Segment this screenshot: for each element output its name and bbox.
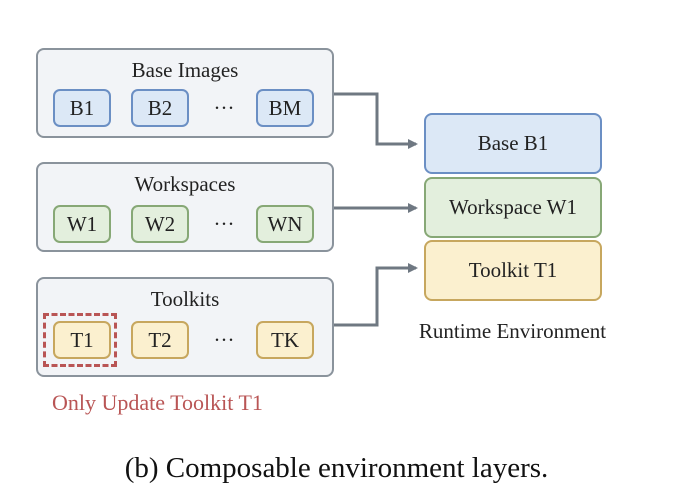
toolkit-t1[interactable]: T1 [53,321,111,359]
toolkit-t2[interactable]: T2 [131,321,189,359]
arrow-base-to-runtime [334,92,418,149]
figure-caption: (b) Composable environment layers. [124,452,549,484]
workspace-w1[interactable]: W1 [53,205,111,243]
base-image-bm[interactable]: BM [256,89,314,127]
base-images-group: Base Images B1 B2 ··· BM [36,48,334,138]
toolkits-title: Toolkits [150,287,220,311]
update-note: Only Update Toolkit T1 [52,390,263,415]
toolkit-tk[interactable]: TK [256,321,314,359]
toolkits-group: Toolkits T1 T2 ··· TK [36,277,334,377]
workspace-wn[interactable]: WN [256,205,314,243]
arrow-toolkit-to-runtime [334,263,418,327]
runtime-environment-label: Runtime Environment [418,319,607,343]
base-image-b2[interactable]: B2 [131,89,189,127]
workspaces-group: Workspaces W1 W2 ··· WN [36,162,334,252]
workspaces-title: Workspaces [134,172,236,196]
workspace-w2[interactable]: W2 [131,205,189,243]
toolkits-ellipsis: ··· [213,328,235,352]
runtime-layer-base[interactable]: Base B1 [424,113,602,174]
base-images-ellipsis: ··· [213,96,235,120]
update-highlight-box [43,313,117,367]
workspaces-ellipsis: ··· [213,212,235,236]
base-images-title: Base Images [131,58,239,82]
base-image-b1[interactable]: B1 [53,89,111,127]
runtime-layer-toolkit[interactable]: Toolkit T1 [424,240,602,301]
runtime-layer-workspace[interactable]: Workspace W1 [424,177,602,238]
